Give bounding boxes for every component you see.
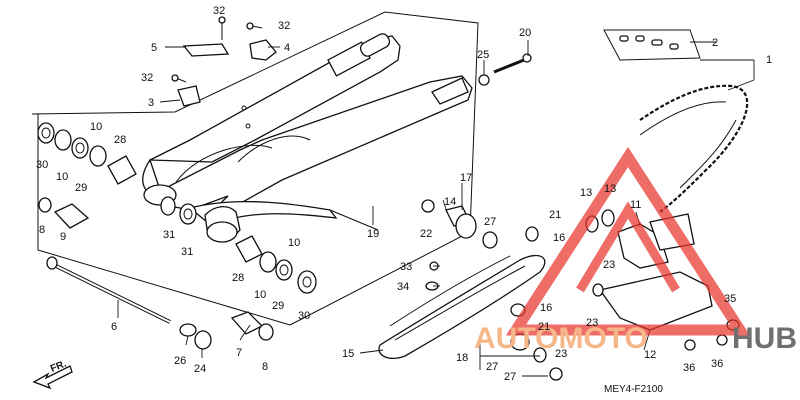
callout-18: 18 (456, 352, 468, 364)
callout-10c: 10 (288, 237, 300, 249)
callout-8a: 8 (39, 224, 45, 236)
callout-31a: 31 (163, 229, 175, 241)
callout-2: 2 (712, 37, 718, 49)
pivot-bolt (38, 197, 274, 350)
callout-21a: 21 (549, 209, 561, 221)
callout-36a: 36 (683, 362, 695, 374)
callout-16a: 16 (553, 232, 565, 244)
automotohub-watermark: AUTOMOTO HUB (474, 146, 797, 355)
callout-19: 19 (367, 228, 379, 240)
callout-4: 4 (284, 42, 290, 54)
diagram-reference-code: MEY4-F2100 (604, 384, 663, 395)
callout-30a: 30 (36, 159, 48, 171)
chain-guide (585, 209, 740, 351)
callout-13b: 13 (604, 183, 616, 195)
callout-20: 20 (519, 27, 531, 39)
callout-10d: 10 (254, 289, 266, 301)
watermark-word-automoto: AUTOMOTO (474, 322, 648, 355)
callout-15: 15 (342, 348, 354, 360)
callout-23c: 23 (555, 348, 567, 360)
callout-22: 22 (420, 228, 432, 240)
callout-32c: 32 (141, 72, 153, 84)
callout-26: 26 (174, 355, 186, 367)
callout-27a: 27 (484, 216, 496, 228)
swingarm-body (142, 33, 473, 243)
callout-25: 25 (477, 49, 489, 61)
callout-11: 11 (630, 199, 641, 211)
callout-27b: 27 (486, 361, 498, 373)
assembly-frame (31, 11, 479, 326)
front-direction-arrow: FR. (32, 358, 73, 390)
callout-32a: 32 (213, 5, 225, 17)
callout-34: 34 (397, 281, 409, 293)
callout-12: 12 (644, 349, 656, 361)
callout-28b: 28 (232, 272, 244, 284)
callout-14: 14 (444, 196, 456, 208)
callout-33: 33 (400, 261, 412, 273)
callout-32b: 32 (278, 20, 290, 32)
watermark-word-hub: HUB (732, 322, 797, 355)
pivot-bearings-upper (37, 122, 197, 225)
callout-24: 24 (194, 363, 206, 375)
callout-23b: 23 (586, 317, 598, 329)
callout-6: 6 (111, 321, 117, 333)
callout-31b: 31 (181, 246, 193, 258)
callout-9: 9 (60, 231, 66, 243)
callout-30b: 30 (298, 310, 310, 322)
callout-17: 17 (460, 172, 472, 184)
drive-chain (603, 29, 749, 213)
callout-10b: 10 (56, 171, 68, 183)
callout-35: 35 (724, 293, 736, 305)
callout-27c: 27 (504, 371, 516, 383)
brake-hose-clamps (171, 16, 277, 107)
pivot-bearings-lower (235, 235, 317, 294)
callout-29b: 29 (272, 300, 284, 312)
callout-3: 3 (148, 97, 154, 109)
callout-29a: 29 (75, 182, 87, 194)
callout-21b: 21 (538, 321, 550, 333)
callout-10a: 10 (90, 121, 102, 133)
callout-8b: 8 (262, 361, 268, 373)
callout-28a: 28 (114, 134, 126, 146)
chain-slider (378, 255, 546, 360)
callout-1: 1 (766, 54, 772, 66)
callout-23a: 23 (603, 259, 615, 271)
callout-36b: 36 (711, 358, 723, 370)
callout-7: 7 (236, 347, 242, 359)
callout-13a: 13 (580, 187, 592, 199)
callout-5: 5 (151, 42, 157, 54)
callout-16b: 16 (540, 302, 552, 314)
callout-labels: 1 2 3 4 5 6 7 8 8 9 10 10 10 10 11 12 13… (36, 5, 772, 383)
